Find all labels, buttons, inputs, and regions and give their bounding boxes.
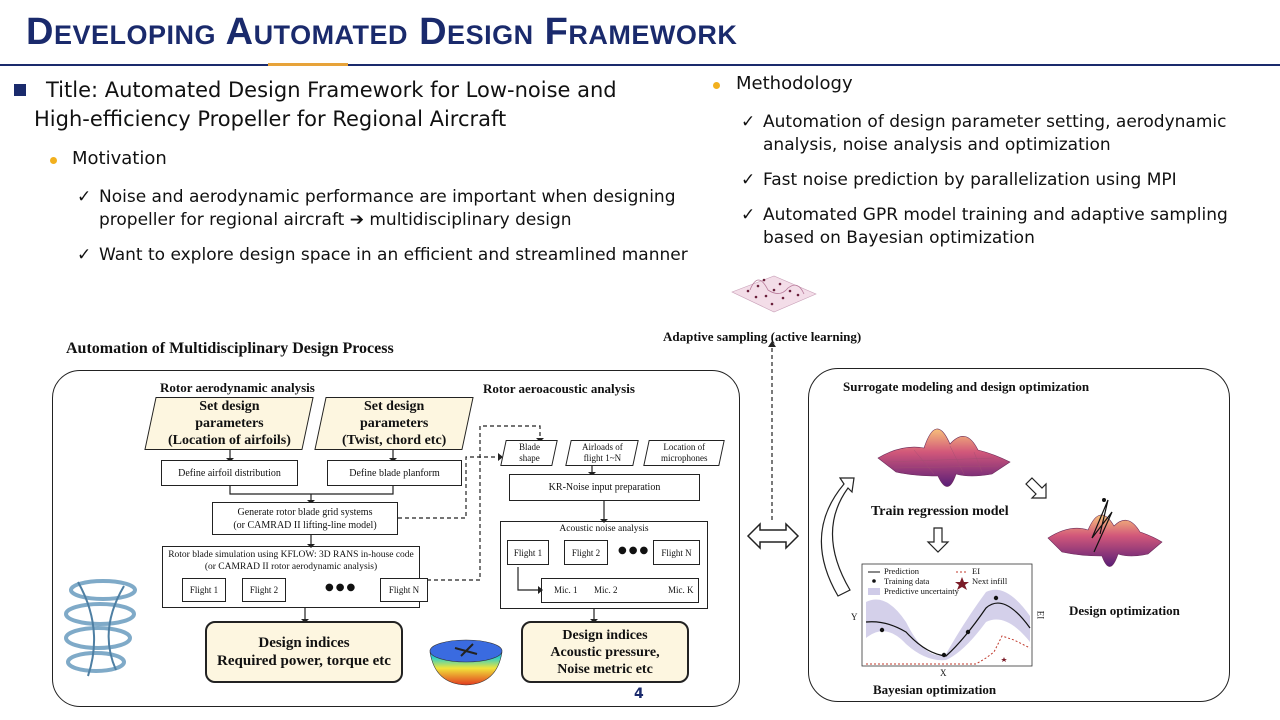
surrogate-frame	[808, 368, 1230, 702]
check-icon: ✓	[741, 170, 756, 190]
pressure-contour-image	[429, 639, 503, 686]
bayesian-label: Bayesian optimization	[873, 682, 997, 697]
title-line-2: High-efficiency Propeller for Regional A…	[34, 107, 507, 131]
airloads-input: Airloads of flight 1~N	[565, 440, 639, 466]
aero-heading: Rotor aerodynamic analysis	[160, 380, 315, 395]
x-axis-label: X	[940, 668, 947, 678]
methodology-item-3: ✓ Automated GPR model training and adapt…	[741, 205, 1228, 248]
train-regression-label: Train regression model	[871, 504, 1009, 519]
acoustic-design-indices: Design indices Acoustic pressure, Noise …	[521, 621, 689, 683]
acoustic-flight-2: Flight 2	[564, 540, 608, 565]
surrogate-arrows	[820, 477, 1047, 597]
aero-dots: ●●●	[325, 582, 358, 593]
process-frame	[52, 370, 740, 707]
design-optimization-label: Design optimization	[1069, 603, 1180, 618]
microphones-input: Location of microphones	[643, 440, 725, 466]
set-params-airfoil: Set design parameters (Location of airfo…	[144, 397, 314, 450]
legend-training-data: Training data	[884, 576, 930, 586]
methodology-heading: Methodology	[736, 73, 853, 94]
diagram-title: Automation of Multidisciplinary Design P…	[66, 340, 394, 357]
mic-1-label: Mic. 1	[554, 585, 578, 595]
design-optimization-surface-image	[1047, 498, 1163, 567]
regression-surface-image	[877, 428, 1011, 487]
header-accent	[268, 63, 348, 66]
aero-flight-2: Flight 2	[242, 578, 286, 602]
bayesian-plot	[861, 563, 1033, 667]
mic-k-label: Mic. K	[668, 585, 694, 595]
page-number: 4	[634, 686, 644, 702]
sampling-surface-image	[731, 275, 817, 313]
bullet-dot-icon	[50, 157, 57, 164]
aero-design-indices: Design indices Required power, torque et…	[205, 621, 403, 683]
page-title: Developing Automated Design Framework	[26, 11, 738, 53]
check-icon: ✓	[741, 205, 756, 225]
bullet-dot-icon	[713, 82, 720, 89]
acoustic-heading: Rotor aeroacoustic analysis	[483, 381, 635, 396]
acoustic-flight-1: Flight 1	[507, 540, 549, 565]
motivation-heading: Motivation	[72, 148, 167, 169]
methodology-item-1: ✓ Automation of design parameter setting…	[741, 112, 1227, 155]
check-icon: ✓	[741, 112, 756, 132]
acoustic-flight-n: Flight N	[653, 540, 700, 565]
methodology-item-2: ✓ Fast noise prediction by parallelizati…	[741, 170, 1177, 190]
rotor-simulation-box: Rotor blade simulation using KFLOW: 3D R…	[162, 546, 420, 608]
ei-axis-label: EI	[1035, 610, 1046, 620]
microphone-box	[541, 578, 699, 603]
blade-shape-input: Blade shape	[500, 440, 558, 466]
mic-2-label: Mic. 2	[594, 585, 618, 595]
kr-noise-input-box: KR-Noise input preparation	[509, 474, 700, 501]
legend-next-infill: Next infill	[972, 576, 1008, 586]
motivation-item-2: ✓ Want to explore design space in an eff…	[77, 245, 688, 265]
legend-predictive-uncertainty: Predictive uncertainty	[884, 586, 959, 596]
legend-prediction: Prediction	[884, 566, 919, 576]
propeller-wake-image	[64, 579, 137, 677]
legend-ei: EI	[972, 566, 981, 576]
adaptive-sampling-label: Adaptive sampling (active learning)	[663, 329, 862, 344]
acoustic-dots: ●●●	[618, 545, 651, 556]
aero-flight-n: Flight N	[380, 578, 428, 602]
surrogate-heading: Surrogate modeling and design optimizati…	[843, 379, 1090, 394]
blade-planform-box: Define blade planform	[327, 460, 462, 486]
y-axis-label: Y	[851, 612, 858, 622]
airfoil-distribution-box: Define airfoil distribution	[161, 460, 298, 486]
grid-generation-box: Generate rotor blade grid systems (or CA…	[212, 502, 398, 535]
square-bullet-icon	[14, 84, 26, 96]
title-line-1: Title: Automated Design Framework for Lo…	[46, 78, 617, 102]
acoustic-noise-box: Acoustic noise analysis	[500, 521, 708, 609]
header-rule	[0, 64, 1280, 66]
check-icon: ✓	[77, 187, 92, 207]
motivation-item-1: ✓ Noise and aerodynamic performance are …	[77, 187, 676, 230]
aero-flight-1: Flight 1	[182, 578, 226, 602]
check-icon: ✓	[77, 245, 92, 265]
set-params-twist: Set design parameters (Twist, chord etc)	[314, 397, 474, 450]
